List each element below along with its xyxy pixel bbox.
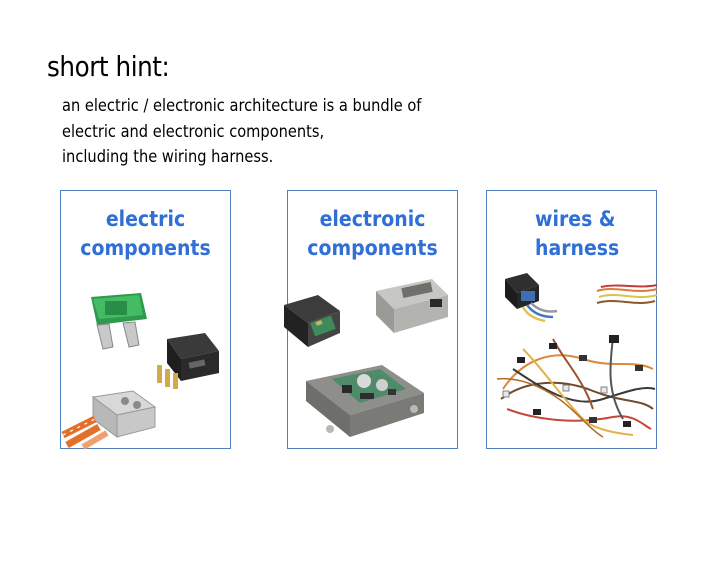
panel-title-line-2: harness [535, 236, 620, 260]
panel-title-line-1: electronic [319, 207, 426, 231]
wiring-harness-photo [496, 335, 656, 438]
panel-title-line-2: components [307, 236, 438, 260]
panel-wires-harness: wires & harness [486, 190, 658, 449]
panel-electronic-components: electronic components [284, 190, 458, 449]
panel-title-electric: electric components [69, 205, 221, 263]
description-line-3: including the wiring harness. [62, 147, 274, 167]
relay-photo [157, 333, 219, 389]
description-line-2: electric and electronic components, [62, 121, 325, 142]
connector-with-wires-photo [505, 273, 558, 323]
panel-electric-components: electric components [60, 190, 231, 450]
panel-title-line-2: components [80, 236, 211, 260]
control-unit-box-photo [376, 279, 448, 333]
panel-title-line-1: electric [105, 207, 186, 231]
ecu-module-photo [284, 295, 340, 347]
slide-description: an electric / electronic architecture is… [62, 94, 421, 171]
circuit-board-housing-photo [306, 365, 424, 437]
panel-title-wires: wires & harness [535, 205, 619, 263]
description-line-1: an electric / electronic architecture is… [62, 96, 422, 116]
panel-title-electronic: electronic components [296, 205, 448, 263]
loose-wires-photo [596, 284, 658, 304]
fuse-photo [91, 293, 147, 350]
slide-title: short hint: [47, 50, 170, 83]
panel-title-line-1: wires & [535, 207, 616, 231]
connector-plug-photo [61, 390, 157, 450]
